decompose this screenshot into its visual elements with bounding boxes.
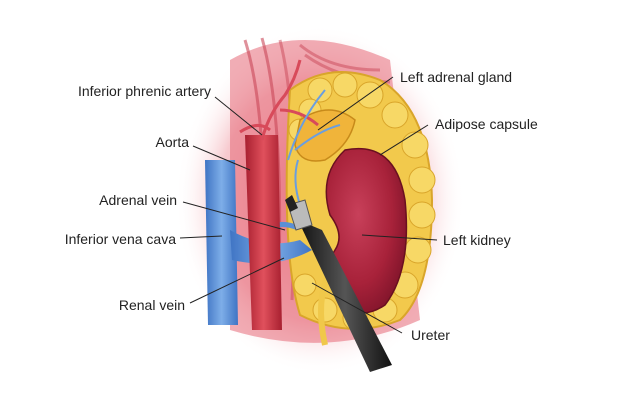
phrenic-artery-shape — [239, 59, 319, 141]
aorta-shape — [245, 135, 282, 330]
label-adipose-capsule: Adipose capsule — [435, 116, 538, 132]
adrenal-gland-shape — [294, 109, 356, 162]
label-inferior-phrenic-artery: Inferior phrenic artery — [77, 83, 211, 99]
laparoscope-instrument — [285, 195, 392, 372]
phrenic-vein-branches — [287, 89, 341, 206]
label-inferior-vena-cava: Inferior vena cava — [64, 231, 176, 247]
label-ureter: Ureter — [411, 327, 450, 343]
label-renal-vein: Renal vein — [118, 297, 185, 313]
leader-lines — [179, 76, 438, 334]
label-left-kidney: Left kidney — [443, 232, 511, 248]
label-adrenal-vein: Adrenal vein — [99, 192, 177, 208]
label-aorta: Aorta — [155, 134, 189, 150]
label-left-adrenal-gland: Left adrenal gland — [400, 69, 513, 85]
